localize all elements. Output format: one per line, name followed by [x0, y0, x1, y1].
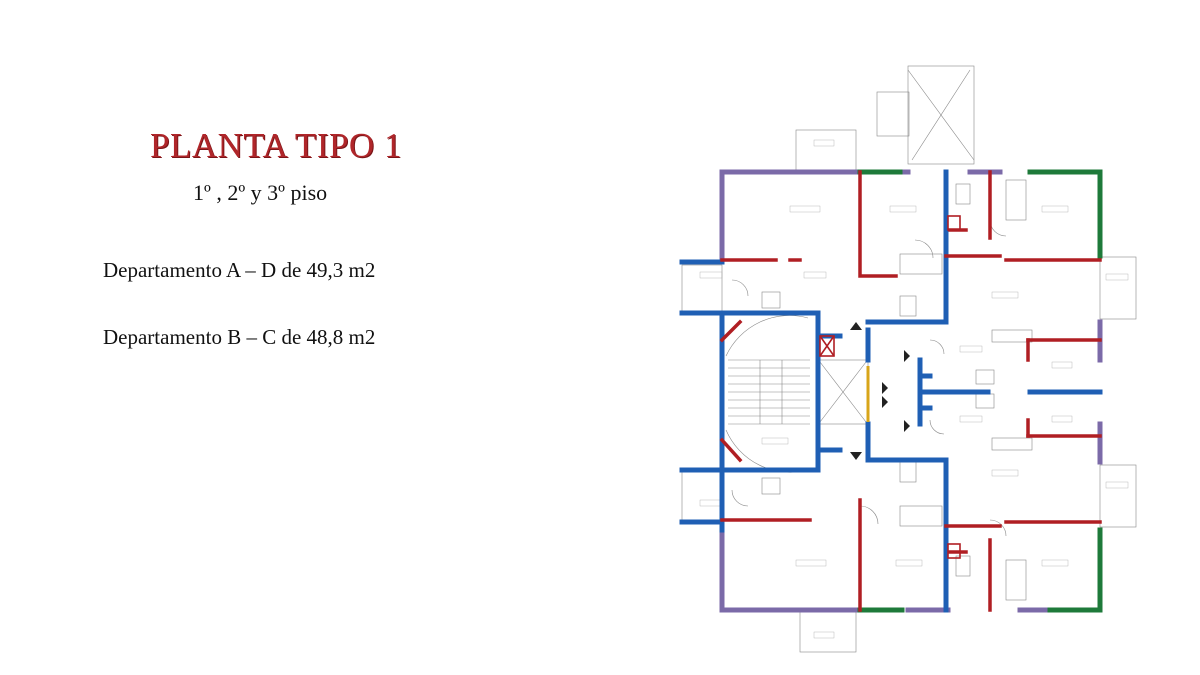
walls-blue: [679, 169, 1103, 613]
room-label-box: [895, 559, 923, 567]
kitchen-counter: [761, 477, 781, 495]
balcony-top-left: [795, 129, 857, 173]
room-label-box: [1041, 205, 1069, 213]
department-b-c-area: Departamento B – C de 48,8 m2: [103, 325, 376, 349]
balcony-right-lower: [1099, 464, 1137, 528]
page-title: PLANTA TIPO 1: [150, 126, 402, 165]
room-label-box: [1051, 415, 1073, 423]
room-label-box: [959, 345, 983, 353]
balcony-left-upper: [681, 264, 723, 316]
room-label-box: [889, 205, 917, 213]
closet: [1005, 179, 1027, 221]
room-label-box: [991, 469, 1019, 477]
room-label-box: [1105, 481, 1129, 489]
room-label-box: [813, 631, 835, 639]
kitchen-sink: [975, 393, 995, 409]
room-label-box: [789, 205, 821, 213]
room-label-box: [803, 271, 827, 279]
floor-subtitle: 1º , 2º y 3º piso: [193, 180, 328, 205]
room-label-box: [813, 139, 835, 147]
closet: [899, 253, 943, 275]
bathroom-fixture: [955, 183, 971, 205]
closet: [899, 505, 943, 527]
kitchen-counter: [991, 329, 1033, 343]
balcony-left-lower: [681, 469, 723, 523]
room-label-box: [761, 437, 789, 445]
room-label-box: [699, 271, 723, 279]
room-label-box: [1051, 361, 1073, 369]
room-label-box: [699, 499, 723, 507]
ducts: [819, 215, 961, 559]
bathroom-fixture: [899, 459, 917, 483]
bathroom-fixture: [955, 555, 971, 577]
staircase: [725, 315, 810, 473]
walls-green: [857, 169, 1103, 613]
kitchen-counter: [761, 291, 781, 309]
department-a-d-area: Departamento A – D de 49,3 m2: [103, 258, 376, 282]
roof-box: [876, 91, 910, 137]
bathroom-fixture: [899, 295, 917, 317]
balcony-bottom-left: [799, 607, 857, 653]
floor-plan-drawing: [679, 65, 1137, 653]
room-label-box: [959, 415, 983, 423]
balcony-right-upper: [1099, 256, 1137, 320]
kitchen-sink: [975, 369, 995, 385]
roof-skylight: [907, 65, 975, 165]
closet: [1005, 559, 1027, 601]
kitchen-counter: [991, 437, 1033, 451]
room-label-box: [991, 291, 1019, 299]
walls-red: [719, 170, 1102, 612]
room-label-box: [1041, 559, 1069, 567]
room-label-box: [1105, 273, 1129, 281]
room-label-box: [795, 559, 827, 567]
floor-plan: [670, 60, 1150, 660]
markers: [850, 322, 910, 460]
